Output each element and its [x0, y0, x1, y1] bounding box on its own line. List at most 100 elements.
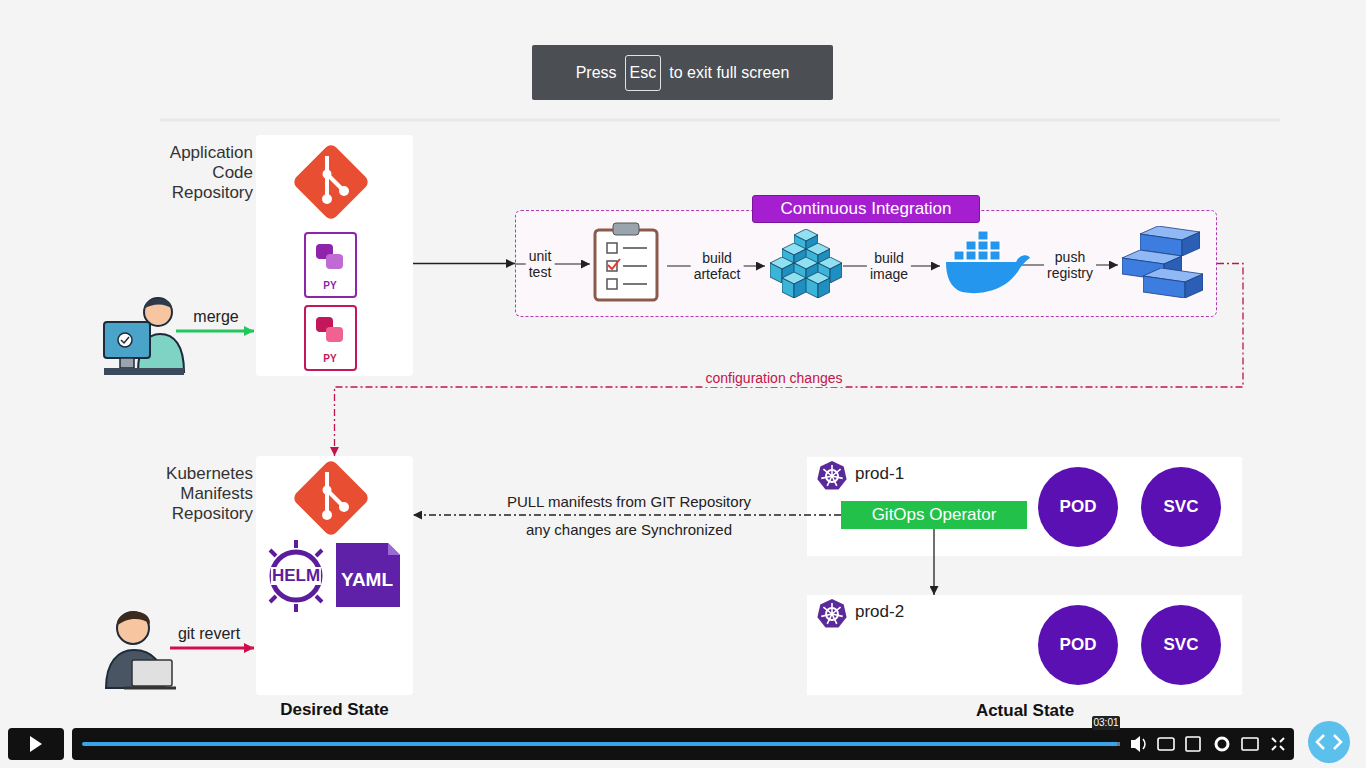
artefact-cubes [770, 229, 842, 298]
kubernetes-logo [817, 461, 846, 490]
video-controls [1092, 716, 1120, 730]
artefact-cubes [782, 272, 806, 298]
developer-figure [104, 298, 184, 375]
git-logo [323, 486, 332, 495]
git-logo [291, 458, 370, 537]
merge-arrow [176, 330, 254, 333]
python-file-icon [326, 254, 343, 269]
resource-circle: SVC [1141, 467, 1221, 547]
registry-containers [1122, 226, 1203, 298]
developer-figure [104, 368, 184, 375]
header-rule [160, 120, 1280, 121]
yaml-file-icon [388, 543, 400, 555]
docker-whale [978, 251, 988, 260]
video-controls [8, 716, 1350, 763]
video-controls [72, 728, 1294, 760]
step-label: push registry [1044, 248, 1096, 282]
video-controls [30, 736, 42, 752]
yaml-file-icon [336, 543, 400, 607]
action-label: git revert [176, 625, 242, 643]
developer-figure [121, 337, 129, 343]
node-text: Press [576, 64, 617, 82]
registry-containers [1143, 268, 1203, 298]
clipboard-icon [623, 248, 647, 284]
resource-circle: POD [1038, 467, 1118, 547]
video-controls [1186, 737, 1200, 751]
python-file-icon [305, 306, 356, 370]
operator-figure [124, 687, 176, 690]
developer-figure [120, 358, 134, 368]
git-logo [291, 142, 370, 221]
docker-whale [966, 241, 976, 250]
step-label: build artefact [691, 249, 744, 283]
docker-whale [946, 255, 1030, 293]
panel-ground [256, 135, 1242, 695]
icon-text: PY [323, 280, 336, 292]
git-logo [339, 186, 349, 196]
developer-figure [104, 322, 150, 358]
edge-label: PULL manifests from GIT Repository [504, 493, 754, 511]
helm-wheel [270, 540, 322, 612]
node-text: Desired State [236, 700, 433, 720]
repository-panel: Application Code Repository [256, 135, 413, 376]
resource-circle: POD [1038, 605, 1118, 685]
video-controls [1272, 738, 1284, 750]
edge-note: any changes are Synchronized [523, 521, 735, 539]
cluster-panel: prod-1GitOps Operator POD SVC [807, 457, 1242, 556]
icon-text: PY [323, 353, 336, 365]
node-text: prod-1 [855, 464, 904, 484]
clipboard-icon [613, 223, 639, 235]
docker-whale [966, 251, 976, 260]
operator-box: GitOps Operator [841, 501, 1027, 529]
step-label: unit test [526, 247, 555, 281]
git-logo [322, 510, 332, 520]
git-logo [291, 142, 370, 221]
node-text: to exit full screen [669, 64, 789, 82]
state-caption: Actual State [976, 702, 1074, 720]
node-text: Kubernetes Manifests Repository [166, 464, 253, 524]
step-label: build image [867, 249, 911, 283]
panel-ground [256, 135, 413, 376]
operator-figure [106, 611, 176, 688]
panel-ground [807, 595, 1242, 695]
connector [933, 529, 934, 595]
key-cap: Esc [625, 55, 662, 91]
video-controls [84, 742, 1117, 746]
clipboard-icon [607, 279, 617, 289]
video-controls [1317, 735, 1341, 749]
node-text: prod-2 [855, 602, 904, 622]
node-text: POD [1060, 497, 1097, 517]
developer-figure [144, 298, 172, 309]
connector [413, 514, 841, 515]
operator-figure [117, 611, 150, 626]
docker-whale [978, 231, 988, 240]
clipboard-icon [595, 230, 657, 300]
edge-label: configuration changes [703, 369, 846, 387]
clipboard-icon [595, 223, 657, 300]
panel-ground [256, 456, 413, 695]
cluster-panel: prod-2POD SVC [807, 595, 1242, 695]
video-controls [1131, 736, 1140, 752]
git-logo [322, 194, 332, 204]
python-file-icon [305, 233, 356, 297]
git-logo [323, 170, 332, 179]
node-text: Application Code Repository [170, 143, 253, 203]
artefact-cubes [806, 272, 830, 298]
revert-arrow [170, 647, 254, 650]
clipboard-icon [608, 259, 620, 269]
video-controls [1143, 739, 1145, 749]
node-text: SVC [1164, 497, 1199, 517]
kubernetes-logo [817, 599, 846, 628]
docker-whale [946, 231, 1030, 293]
node-text: SVC [1164, 635, 1199, 655]
docker-whale [990, 251, 1000, 260]
video-controls [8, 728, 64, 760]
node-text: POD [1060, 635, 1097, 655]
git-logo [291, 458, 370, 537]
video-controls [1308, 721, 1350, 763]
python-file-icon [305, 306, 356, 370]
panel-ground [807, 457, 1242, 556]
yaml-file-icon [336, 543, 400, 607]
connector [413, 263, 515, 264]
